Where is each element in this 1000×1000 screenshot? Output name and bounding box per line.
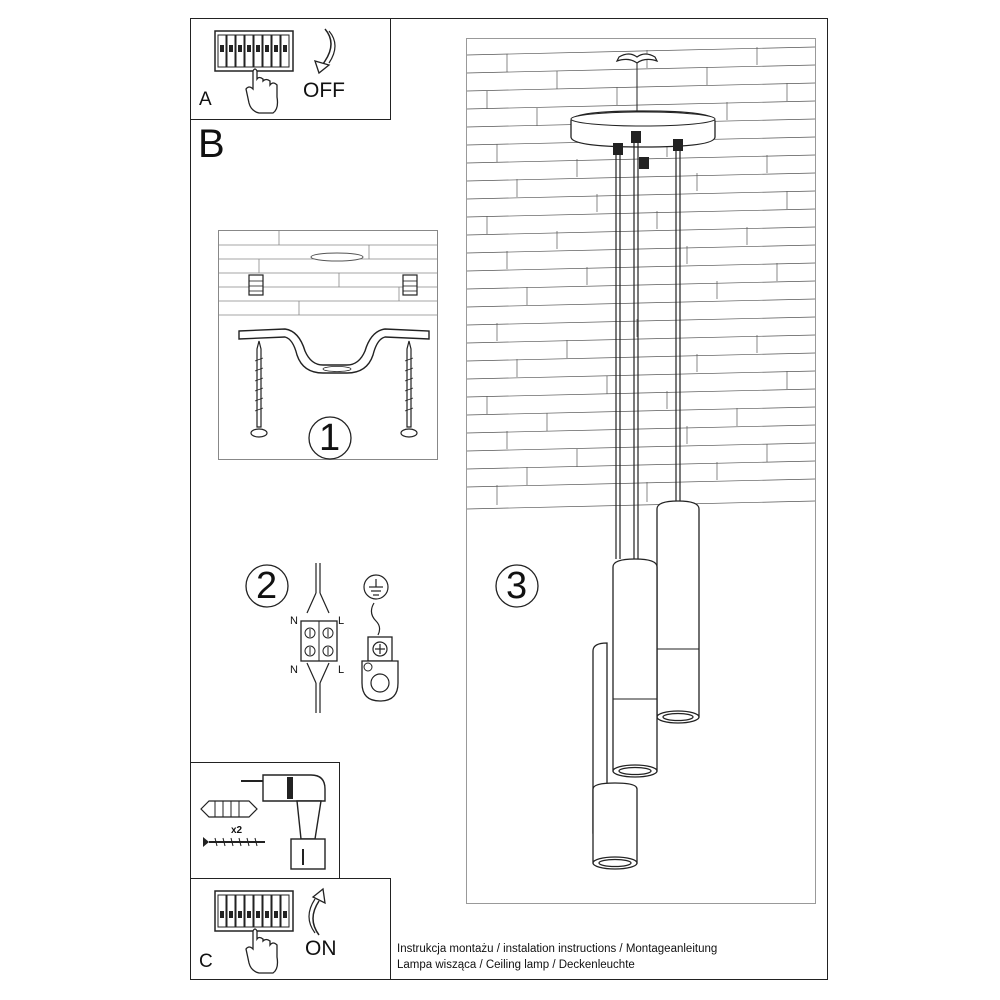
- mounting-bracket-illustration: [219, 231, 437, 438]
- drill-icon: [241, 774, 326, 870]
- turn-on-arrow-icon: [308, 887, 326, 936]
- section-b-letter: B: [198, 122, 225, 166]
- live-label-bottom: L: [338, 664, 345, 676]
- neutral-label-bottom: N: [290, 664, 298, 676]
- neutral-label-top: N: [290, 615, 298, 627]
- pendant-lamp-illustration: [466, 46, 816, 870]
- footer-product-line: Lampa wisząca / Ceiling lamp / Deckenleu…: [397, 959, 635, 971]
- on-label: ON: [305, 937, 337, 960]
- live-label-top: L: [338, 615, 345, 627]
- terminal-block-wiring-icon: [300, 563, 338, 713]
- step-1-number: 1: [319, 417, 341, 459]
- section-a-letter: A: [199, 89, 212, 110]
- step-a-panel: A OFF: [190, 18, 391, 120]
- turn-off-arrow-icon: [313, 28, 336, 75]
- tools-panel: x2: [190, 762, 340, 880]
- ground-terminal-icon: [361, 574, 399, 702]
- step-3-number: 3: [506, 565, 528, 607]
- instruction-sheet-frame: [190, 18, 828, 980]
- step-c-panel: C ON: [190, 878, 391, 980]
- off-label: OFF: [303, 79, 345, 102]
- step-3-circle: [495, 564, 539, 608]
- wall-plug-icon: [200, 800, 258, 818]
- breaker-panel-icon: [214, 890, 294, 974]
- breaker-panel-icon: [214, 30, 294, 114]
- step-1-circle: [308, 416, 352, 460]
- step-3-panel: [466, 38, 816, 904]
- footer-instructions-line: Instrukcja montażu / instalation instruc…: [397, 943, 718, 955]
- step-2-circle: [245, 564, 289, 608]
- quantity-label: x2: [231, 825, 243, 836]
- screw-icon: [203, 837, 265, 847]
- section-c-letter: C: [199, 951, 213, 972]
- step-2-number: 2: [256, 565, 278, 607]
